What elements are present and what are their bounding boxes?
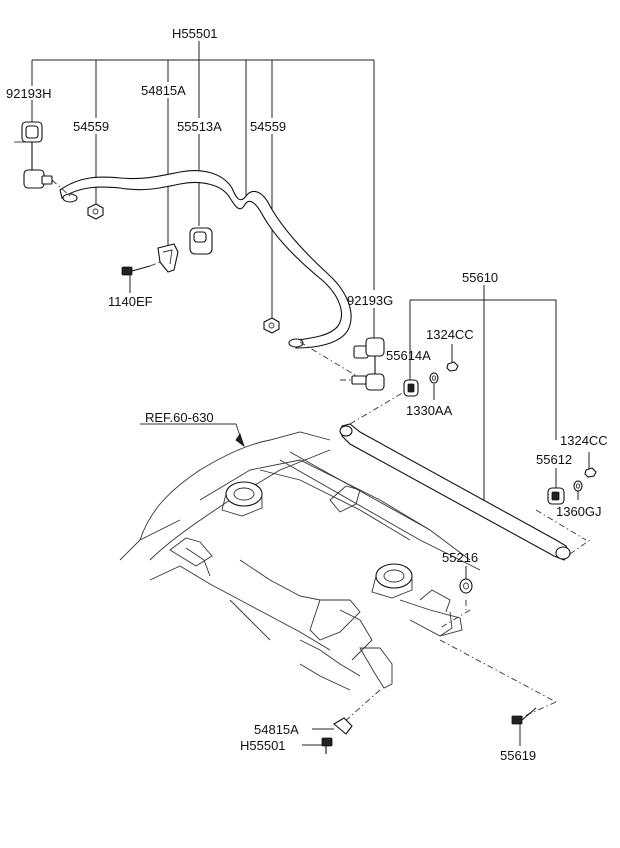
nut-54559-left — [87, 203, 104, 220]
label-54559-left: 54559 — [73, 119, 109, 134]
lateral-arm-55610 — [339, 391, 591, 561]
label-1360gj: 1360GJ — [556, 504, 602, 519]
label-54559-right: 54559 — [250, 119, 286, 134]
stabilizer-link-left — [14, 121, 53, 189]
bushing-55216 — [459, 578, 473, 594]
washer-1360gj — [573, 480, 583, 492]
nut-1324cc-b — [584, 467, 597, 478]
label-92193h: 92193H — [6, 86, 52, 101]
label-55614a: 55614A — [386, 348, 431, 363]
alignment-lines-upper — [51, 179, 361, 379]
leader-lines-top — [31, 41, 375, 340]
label-1324cc-a: 1324CC — [426, 327, 474, 342]
part-labels: H55501 92193H 54815A 54559 55513A 54559 … — [6, 26, 608, 763]
label-1324cc-b: 1324CC — [560, 433, 608, 448]
bushing-55612 — [547, 487, 565, 505]
stabilizer-link-right — [340, 337, 385, 391]
alignment-lines-lower — [343, 609, 557, 723]
nut-1324cc-a — [446, 361, 459, 372]
label-54815a-bottom: 54815A — [254, 722, 299, 737]
label-55610: 55610 — [462, 270, 498, 285]
bracket-54815a-top — [157, 243, 179, 273]
bolt-1140ef — [121, 261, 161, 276]
label-1140ef: 1140EF — [108, 294, 153, 309]
washer-1330aa — [429, 372, 439, 384]
stabilizer-bar — [59, 170, 352, 349]
bolt-55619 — [511, 707, 537, 746]
label-55513a: 55513A — [177, 119, 222, 134]
bracket-54815a-bottom — [312, 717, 353, 735]
bushing-55513a — [189, 227, 213, 255]
label-92193g: 92193G — [347, 293, 393, 308]
bushing-55614a — [403, 379, 419, 397]
label-55612: 55612 — [536, 452, 572, 467]
label-ref: REF.60-630 — [145, 410, 214, 425]
label-h55501-bottom: H55501 — [240, 738, 286, 753]
nut-54559-right — [263, 317, 280, 334]
label-54815a-top: 54815A — [141, 83, 186, 98]
bolt-h55501-bottom — [302, 737, 333, 754]
leader-lines-55610 — [409, 285, 590, 580]
vehicle-body-frame — [119, 423, 481, 691]
label-55619: 55619 — [500, 748, 536, 763]
label-55216: 55216 — [442, 550, 478, 565]
label-1330aa: 1330AA — [406, 403, 453, 418]
label-h55501-top: H55501 — [172, 26, 218, 41]
